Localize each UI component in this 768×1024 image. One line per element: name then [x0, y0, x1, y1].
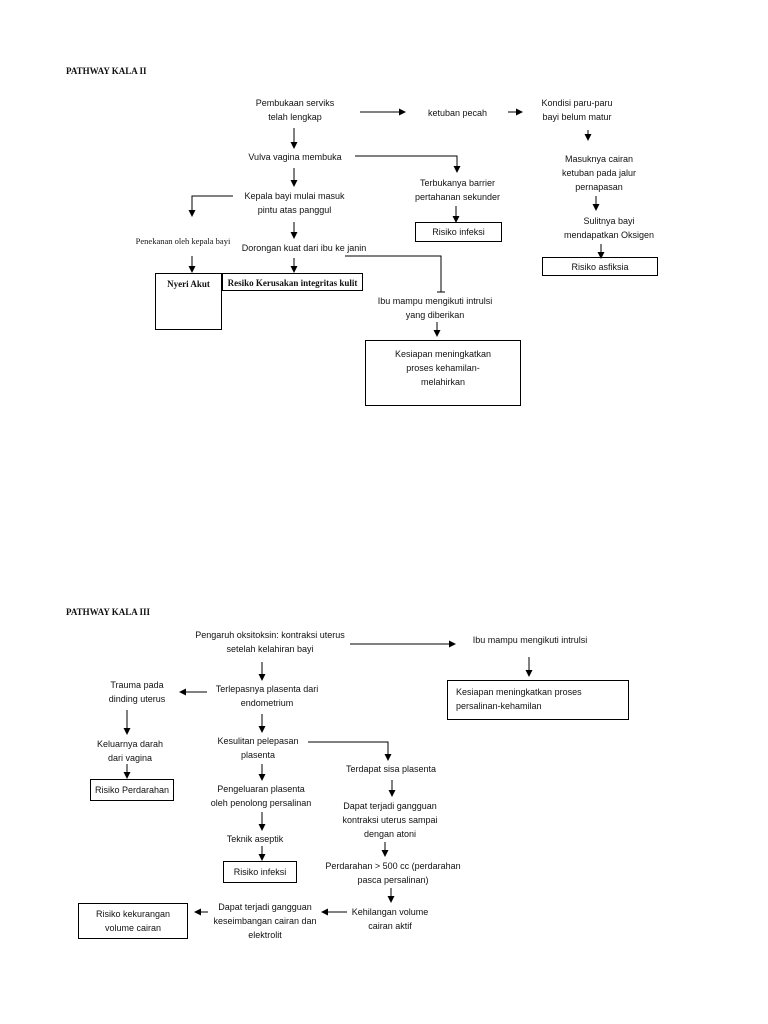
node-ketuban-pecah: ketuban pecah	[427, 108, 488, 118]
node-terlepasnya: Terlepasnya plasenta dari endometrium	[215, 684, 319, 708]
node-keluarnya-darah: Keluarnya darah dari vagina	[96, 739, 164, 763]
label-risiko-asfiksia: Risiko asfiksia	[571, 262, 629, 272]
box-risiko-infeksi-kala2: Risiko infeksi	[415, 222, 502, 242]
node-kesulitan-pelepasan: Kesulitan pelepasan plasenta	[217, 736, 299, 760]
node-penekanan: Penekanan oleh kepala bayi	[135, 236, 231, 246]
node-kondisi-paru: Kondisi paru-paru bayi belum matur	[541, 98, 613, 122]
node-masuknya-cairan: Masuknya cairan ketuban pada jalur perna…	[561, 154, 637, 192]
box-risiko-kekurangan: Risiko kekurangan volume cairan	[78, 903, 188, 939]
arrow-vulva-terbukanya	[355, 155, 461, 173]
node-kehilangan: Kehilangan volume cairan aktif	[351, 907, 429, 931]
box-kesiapan-kala2: Kesiapan meningkatkan proses kehamilan- …	[365, 340, 521, 406]
label-risiko-kerusakan: Resiko Kerusakan integritas kulit	[227, 278, 358, 288]
node-kepala-bayi: Kepala bayi mulai masuk pintu atas pangg…	[244, 191, 345, 215]
box-nyeri-akut: Nyeri Akut	[155, 273, 222, 330]
label-nyeri-akut: Nyeri Akut	[167, 279, 210, 289]
line-dorongan-ibu	[345, 255, 442, 292]
node-ibu-mampu-3: Ibu mampu mengikuti intrulsi	[472, 635, 588, 645]
node-dorongan-kuat: Dorongan kuat dari ibu ke janin	[241, 243, 367, 253]
node-pembukaan-serviks: Pembukaan serviks telah lengkap	[255, 98, 335, 122]
node-dapat-atoni: Dapat terjadi gangguan kontraksi uterus …	[342, 801, 438, 839]
node-teknik-aseptik: Teknik aseptik	[226, 834, 284, 844]
box-kesiapan-kala3: Kesiapan meningkatkan proses persalinan-…	[447, 680, 629, 720]
kala3-title: PATHWAY KALA III	[66, 607, 151, 617]
label-risiko-kekurangan: Risiko kekurangan volume cairan	[95, 909, 171, 933]
label-risiko-infeksi-kala3: Risiko infeksi	[233, 867, 287, 877]
label-risiko-infeksi: Risiko infeksi	[432, 227, 485, 237]
node-trauma: Trauma pada dinding uterus	[108, 680, 166, 704]
arrow-kesulitan-terdapat	[308, 741, 392, 761]
node-ibu-mampu: Ibu mampu mengikuti intrulsi yang diberi…	[377, 296, 493, 320]
box-risiko-asfiksia: Risiko asfiksia	[542, 257, 658, 276]
node-perdarahan: Perdarahan > 500 cc (perdarahan pasca pe…	[325, 861, 461, 885]
label-kesiapan-kala2: Kesiapan meningkatkan proses kehamilan- …	[394, 349, 492, 387]
label-risiko-perdarahan: Risiko Perdarahan	[94, 785, 170, 795]
box-risiko-kerusakan: Resiko Kerusakan integritas kulit	[222, 273, 363, 291]
node-pengaruh-oksitoksin: Pengaruh oksitoksin: kontraksi uterus se…	[195, 630, 345, 654]
node-vulva-vagina: Vulva vagina membuka	[248, 152, 342, 162]
kala2-title: PATHWAY KALA II	[66, 66, 147, 76]
node-terdapat-sisa: Terdapat sisa plasenta	[345, 764, 437, 774]
node-pengeluaran: Pengeluaran plasenta oleh penolong persa…	[210, 784, 312, 808]
node-terbukanya-barrier: Terbukanya barrier pertahanan sekunder	[414, 178, 501, 202]
label-kesiapan-kala3: Kesiapan meningkatkan proses persalinan-…	[456, 687, 582, 711]
box-risiko-perdarahan: Risiko Perdarahan	[90, 779, 174, 801]
node-sulitnya-bayi: Sulitnya bayi mendapatkan Oksigen	[563, 216, 655, 240]
arrow-kepala-penekanan	[188, 195, 233, 217]
node-dapat-keseimbangan: Dapat terjadi gangguan keseimbangan cair…	[213, 902, 317, 940]
box-risiko-infeksi-kala3: Risiko infeksi	[223, 861, 297, 883]
